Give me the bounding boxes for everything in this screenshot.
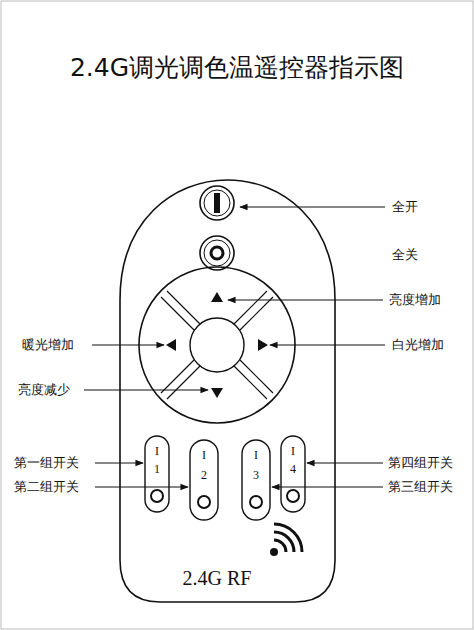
leader-arrows bbox=[84, 207, 385, 487]
button-number: 3 bbox=[253, 469, 259, 482]
callout-label: 白光增加 bbox=[392, 338, 444, 352]
remote-housing bbox=[120, 180, 335, 602]
callout-label: 亮度增加 bbox=[389, 293, 441, 307]
power-off-button bbox=[200, 236, 234, 270]
button-mark: I bbox=[155, 445, 159, 458]
callout-label: 暖光增加 bbox=[22, 338, 74, 352]
callout-label: 第四组开关 bbox=[388, 456, 453, 470]
button-number: 1 bbox=[154, 463, 160, 476]
diagram-title: 2.4G调光调色温遥控器指示图 bbox=[70, 54, 404, 82]
callout-label: 亮度减少 bbox=[18, 383, 70, 397]
callout-label: 第三组开关 bbox=[388, 480, 453, 494]
power-on-button bbox=[200, 186, 234, 220]
callout-label: 第一组开关 bbox=[14, 456, 79, 470]
rf-label: 2.4G RF bbox=[183, 567, 252, 589]
button-number: 2 bbox=[201, 469, 207, 482]
group-buttons bbox=[145, 436, 305, 520]
button-mark: I bbox=[202, 449, 206, 462]
callout-label: 全开 bbox=[392, 200, 418, 214]
button-mark: I bbox=[254, 449, 258, 462]
button-mark: I bbox=[291, 445, 295, 458]
button-number: 4 bbox=[290, 463, 296, 476]
callout-label: 第二组开关 bbox=[14, 480, 79, 494]
rf-signal-icon bbox=[270, 524, 302, 556]
callout-label: 全关 bbox=[392, 248, 418, 262]
